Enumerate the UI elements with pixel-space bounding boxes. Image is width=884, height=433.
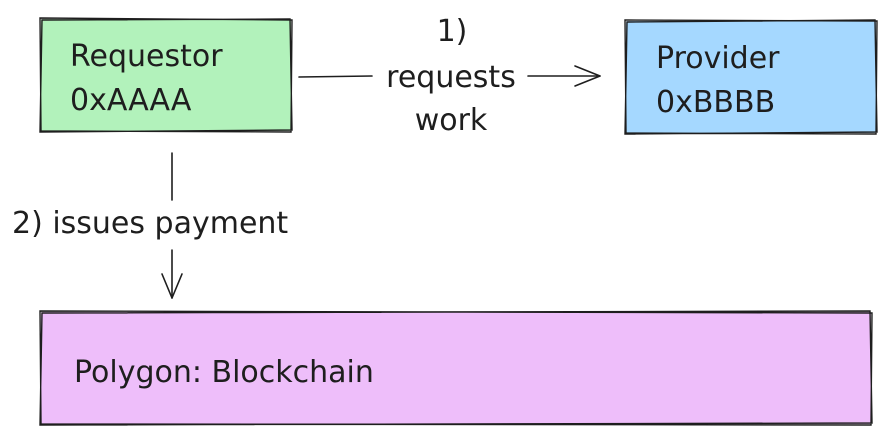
- edge-requests-step: 1): [437, 14, 468, 49]
- edge-payment-arrowhead: [161, 273, 183, 299]
- requestor-node[interactable]: Requestor 0xAAAA: [39, 17, 293, 133]
- provider-address: 0xBBBB: [656, 85, 775, 120]
- blockchain-box: [41, 312, 871, 424]
- requestor-box: [41, 19, 291, 131]
- requestor-box-outline: [39, 17, 293, 133]
- blockchain-box-outline: [39, 310, 873, 426]
- edge-payment-label: 2) issues payment: [12, 206, 288, 241]
- edge-requests-label-line1: requests: [386, 60, 516, 95]
- provider-box-outline: [624, 19, 878, 135]
- edge-requests-work: 1) requests work: [298, 14, 601, 138]
- provider-node[interactable]: Provider 0xBBBB: [624, 19, 878, 135]
- requestor-address: 0xAAAA: [70, 83, 192, 118]
- edge-requests-line-left: [298, 75, 373, 78]
- edge-requests-label-line2: work: [415, 103, 488, 138]
- blockchain-label: Polygon: Blockchain: [74, 355, 374, 390]
- edge-issues-payment: 2) issues payment: [12, 152, 288, 299]
- provider-box: [626, 21, 876, 133]
- provider-title: Provider: [656, 41, 780, 76]
- requestor-title: Requestor: [70, 39, 223, 74]
- blockchain-node[interactable]: Polygon: Blockchain: [39, 310, 873, 426]
- edge-requests-arrowhead: [574, 65, 601, 87]
